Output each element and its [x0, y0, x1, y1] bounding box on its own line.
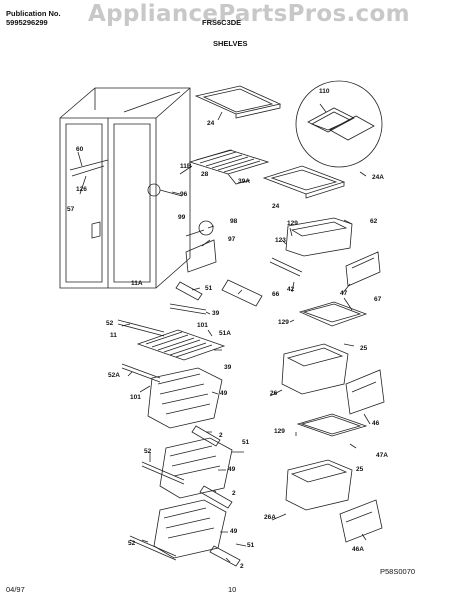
callout-129-c: 129	[274, 428, 285, 435]
part-96	[147, 183, 183, 197]
callout-101-b: 101	[130, 394, 141, 401]
callout-66: 66	[272, 291, 280, 298]
part-97	[185, 239, 217, 273]
callout-25: 25	[360, 345, 368, 352]
callout-52: 52	[106, 320, 114, 327]
callout-49-b: 49	[228, 466, 236, 473]
pan-26a	[285, 459, 353, 511]
callout-24: 24	[207, 120, 215, 127]
shelf-24-drawing	[194, 85, 282, 119]
callout-57: 57	[67, 206, 75, 213]
rail-52-b	[141, 461, 185, 485]
callout-26: 26	[270, 390, 278, 397]
publication-number: 5995296299	[6, 18, 48, 27]
callout-98: 98	[230, 218, 238, 225]
callout-49: 49	[220, 390, 228, 397]
publication-label: Publication No.	[6, 9, 61, 18]
callout-46a: 46A	[352, 546, 364, 553]
trim-2-a	[191, 425, 221, 447]
callout-96: 96	[180, 191, 188, 198]
callout-97: 97	[228, 236, 236, 243]
callout-51: 51	[205, 285, 213, 292]
page-number: 10	[228, 585, 237, 594]
basket-49-middle	[159, 437, 233, 499]
callout-129-b: 129	[278, 319, 289, 326]
detail-circle-24a	[295, 80, 383, 168]
callout-25-b: 25	[356, 466, 364, 473]
cabinet-drawing	[59, 87, 191, 289]
callout-24-mid: 24	[272, 203, 280, 210]
callout-126: 126	[76, 186, 87, 193]
callout-51-c: 51	[247, 542, 255, 549]
callout-51-b: 51	[242, 439, 250, 446]
callout-47: 47	[340, 290, 348, 297]
callout-110: 110	[319, 88, 330, 95]
pan-26	[281, 343, 349, 395]
callout-11: 11	[110, 332, 117, 339]
basket-49-upper	[147, 367, 223, 429]
callout-101: 101	[197, 322, 208, 329]
trim-51	[175, 281, 203, 301]
callout-52-c: 52	[128, 540, 136, 547]
callout-99: 99	[178, 214, 186, 221]
rail-39	[169, 303, 207, 315]
cover-46	[345, 369, 385, 415]
callout-24a: 24A	[372, 174, 384, 181]
callout-2: 2	[219, 432, 223, 439]
part-98	[185, 220, 214, 237]
callout-2-b: 2	[232, 490, 236, 497]
callout-11b: 11B	[180, 163, 192, 170]
figure-code: P58S0070	[380, 567, 416, 576]
trim-2-b	[199, 485, 233, 509]
trim-2-c	[209, 545, 241, 567]
callout-129: 129	[287, 220, 298, 227]
rail-52	[117, 319, 165, 337]
callout-49-c: 49	[230, 528, 238, 535]
trim-66	[221, 279, 263, 307]
callout-26a: 26A	[264, 514, 276, 521]
shelf-24-mid	[262, 165, 346, 199]
callout-42: 42	[287, 286, 295, 293]
callout-60: 60	[76, 146, 84, 153]
basket-49-lower	[153, 499, 227, 559]
frame-47a	[296, 413, 368, 437]
rail-52-c	[129, 535, 177, 561]
callout-2-c: 2	[240, 563, 244, 570]
callout-52a: 52A	[108, 372, 120, 379]
wire-shelf-11b	[188, 149, 270, 185]
callout-11a: 11A	[131, 280, 143, 287]
callout-51a: 51A	[219, 330, 231, 337]
callout-52-b: 52	[144, 448, 152, 455]
section-title: SHELVES	[213, 39, 248, 48]
callout-39-b: 39	[224, 364, 232, 371]
callout-47a: 47A	[376, 452, 388, 459]
callout-39: 39	[212, 310, 220, 317]
wire-shelf-11	[136, 329, 226, 361]
callout-46: 46	[372, 420, 380, 427]
callout-67: 67	[374, 296, 382, 303]
frame-47	[298, 301, 368, 327]
part-57	[91, 221, 101, 239]
pan-62	[285, 217, 353, 257]
watermark: AppliancePartsPros.com	[88, 1, 410, 27]
rail-60	[69, 159, 109, 177]
rail-42	[269, 257, 303, 277]
cover-67	[345, 251, 381, 287]
callout-62: 62	[370, 218, 378, 225]
rail-52a	[121, 363, 161, 383]
callout-28: 28	[201, 171, 209, 178]
model-number: FRS6C3DE	[202, 18, 242, 27]
callout-123: 123	[275, 237, 286, 244]
footer-date: 04/97	[6, 585, 25, 594]
cover-46a	[339, 499, 383, 543]
callout-39a: 39A	[238, 178, 250, 185]
